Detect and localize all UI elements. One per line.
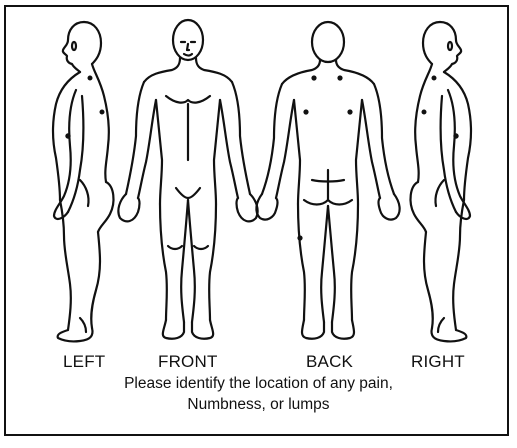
instruction-line-2: Numbness, or lumps: [0, 395, 517, 415]
label-front: FRONT: [158, 352, 218, 372]
label-right: RIGHT: [411, 352, 465, 372]
figure-left-side[interactable]: [53, 22, 113, 341]
instruction-line-1: Please identify the location of any pain…: [0, 374, 517, 394]
label-back: BACK: [306, 352, 353, 372]
figure-front[interactable]: [118, 20, 257, 339]
label-left: LEFT: [63, 352, 105, 372]
figure-back[interactable]: [256, 22, 399, 339]
figure-right-side[interactable]: [411, 22, 471, 341]
